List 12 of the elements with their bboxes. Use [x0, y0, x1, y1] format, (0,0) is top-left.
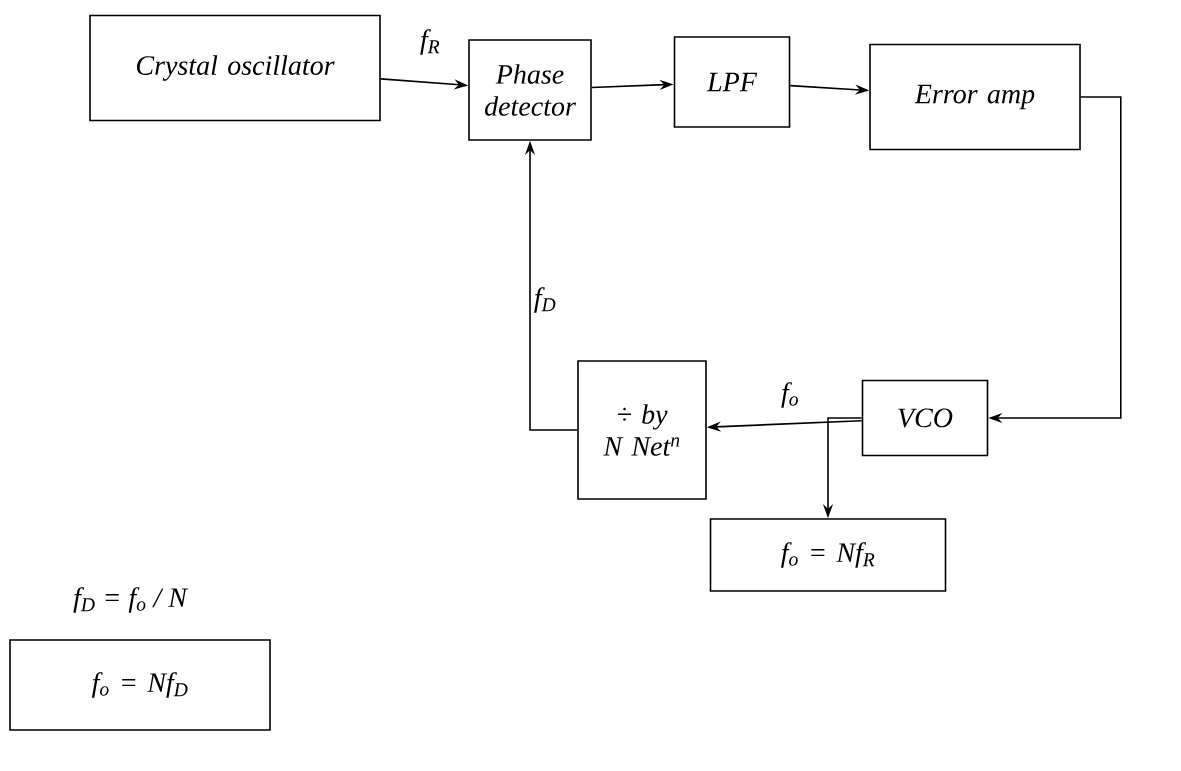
equation-box: f$_{o}$ = Nf$_{R}$ [709, 518, 947, 592]
edge-label: f$_{D}$ [531, 285, 559, 315]
block-box: Phase detector [468, 39, 592, 141]
block-box: ÷ by N Net$^{n}$ [577, 360, 707, 500]
edge-label: f$_{o}$ [778, 380, 802, 410]
equation-box: f$_{o}$ = Nf$_{D}$ [9, 639, 271, 731]
block-box: Crystal oscillator [89, 14, 381, 122]
block-box: Error amp [869, 43, 1081, 151]
block-box: VCO [861, 379, 989, 457]
block-box: LPF [673, 36, 791, 128]
equation: f$_{D}$ = f$_{o}$ / N [73, 587, 189, 613]
edge-label: f$_{R}$ [417, 27, 443, 57]
